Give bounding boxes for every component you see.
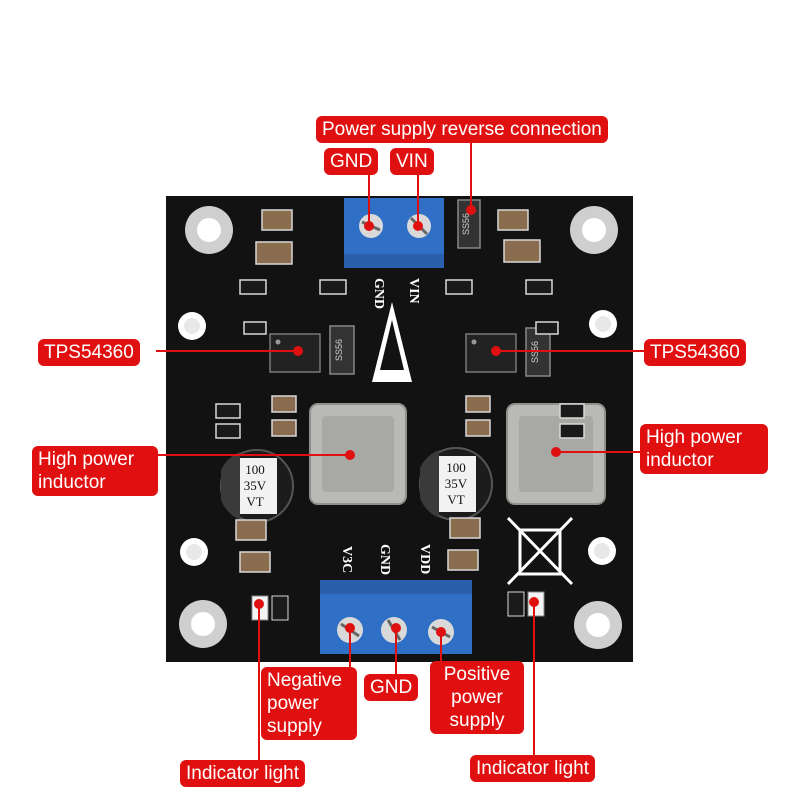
diode-top-marking: SS56 [461,213,471,235]
via-pad-left-lower [180,538,208,566]
label-inductor-left-line-1: High power [38,449,135,470]
label-inductor-right-line-2: inductor [646,450,714,471]
indicator-led-right [507,591,545,617]
label-positive-supply-line-1: Positive [443,664,511,685]
label-negative-supply-line-3: supply [267,716,322,737]
silk-gnd-input: GND [371,278,386,309]
via-pad-right-lower [588,537,616,565]
label-inductor-left: High power inductor [32,446,158,496]
label-positive-supply: Positive power supply [430,661,524,734]
mounting-hole-top-right [570,206,618,254]
input-terminal-block [344,198,444,268]
label-indicator-light-right: Indicator light [470,755,596,782]
smd-components [235,209,541,573]
capacitor-left-voltage: 35V [244,478,267,493]
label-gnd-output: GND [364,674,419,701]
label-inductor-left-line-2: inductor [38,472,106,493]
capacitor-left: 100 35V VT [220,449,294,523]
label-vin-input: VIN [390,148,434,175]
capacitor-right-voltage: 35V [445,476,468,491]
mounting-hole-bottom-right [574,601,622,649]
capacitor-right-series: VT [447,492,464,507]
silk-v3c: V3C [339,546,354,573]
leader-lines [156,141,644,762]
silk-gnd-output: GND [377,544,392,575]
label-negative-supply-line-1: Negative [267,670,342,691]
label-tps54360-left: TPS54360 [38,339,140,366]
diode-left-marking: SS56 [334,339,344,361]
capacitor-right: 100 35V VT [419,447,493,521]
weee-bin-logo [506,516,574,586]
label-inductor-right-line-1: High power [646,427,743,448]
label-tps54360-right: TPS54360 [644,339,746,366]
silk-vin-input: VIN [406,278,421,304]
label-indicator-light-left: Indicator light [180,760,306,787]
label-positive-supply-line-2: power [451,687,503,708]
mounting-hole-bottom-left [179,600,227,648]
tps54360-chip-right [465,333,517,373]
mounting-hole-top-left [185,206,233,254]
capacitor-left-series: VT [246,494,263,509]
label-gnd-input: GND [324,148,379,175]
label-positive-supply-line-3: supply [449,710,505,731]
capacitor-left-value: 100 [245,462,265,477]
smd-resistors [215,279,585,439]
esd-warning-logo [372,302,412,382]
via-pad-left-middle [178,312,206,340]
label-negative-supply-line-2: power [267,693,319,714]
capacitor-right-value: 100 [446,460,466,475]
output-terminal-block [320,580,472,654]
inductor-left [309,403,407,505]
label-negative-supply: Negative power supply [261,667,357,740]
label-reverse-connection: Power supply reverse connection [316,116,608,143]
via-pad-right-middle [589,310,617,338]
silk-vdd: VDD [417,544,432,574]
label-inductor-right: High power inductor [640,424,768,474]
tps54360-chip-left [269,333,321,373]
diode-left: SS56 [329,325,355,375]
